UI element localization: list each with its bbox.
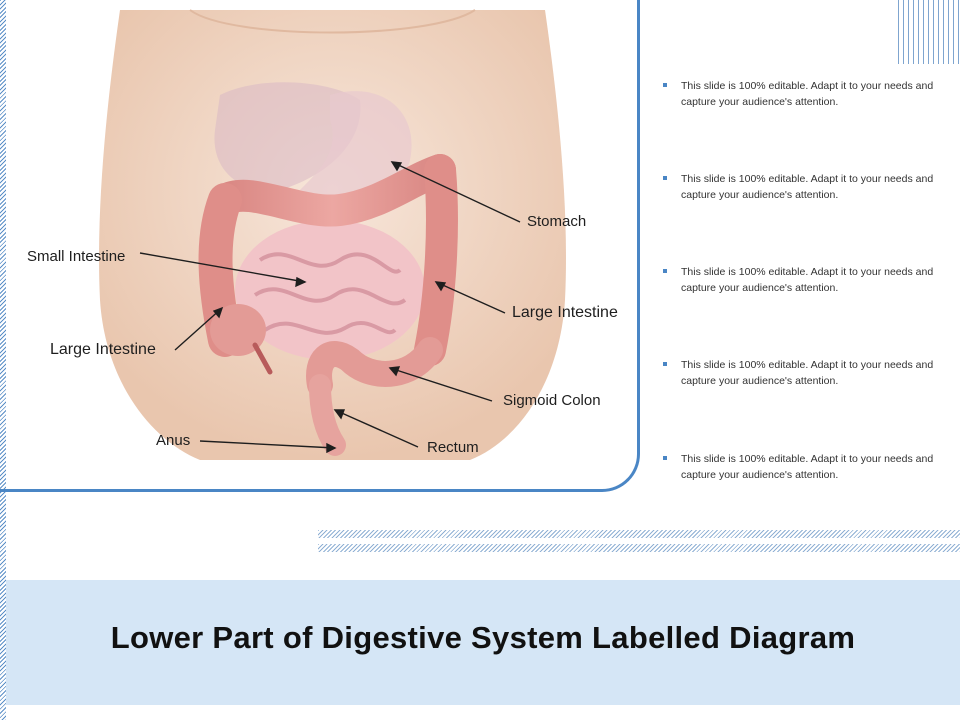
bullet-text: This slide is 100% editable. Adapt it to… <box>681 171 953 203</box>
bullet-text: This slide is 100% editable. Adapt it to… <box>681 78 953 110</box>
bullet-text: This slide is 100% editable. Adapt it to… <box>681 357 953 389</box>
bullet-item: This slide is 100% editable. Adapt it to… <box>663 451 953 483</box>
bullet-marker-icon <box>663 456 667 460</box>
bullet-marker-icon <box>663 269 667 273</box>
label-sigmoid-colon: Sigmoid Colon <box>503 392 601 409</box>
bullet-text: This slide is 100% editable. Adapt it to… <box>681 264 953 296</box>
label-large-intestine-right: Large Intestine <box>512 304 618 322</box>
bullet-marker-icon <box>663 176 667 180</box>
digestive-illustration <box>0 0 640 492</box>
decorative-hatch-band <box>318 544 960 552</box>
bullet-item: This slide is 100% editable. Adapt it to… <box>663 78 953 110</box>
top-right-decorative-lines <box>898 0 960 64</box>
bullet-text: This slide is 100% editable. Adapt it to… <box>681 451 953 483</box>
digestive-diagram: Stomach Small Intestine Large Intestine … <box>0 0 640 492</box>
label-rectum: Rectum <box>427 439 479 456</box>
title-band: Lower Part of Digestive System Labelled … <box>6 580 960 705</box>
bullet-item: This slide is 100% editable. Adapt it to… <box>663 171 953 203</box>
slide-title: Lower Part of Digestive System Labelled … <box>6 620 960 656</box>
label-large-intestine-left: Large Intestine <box>50 341 156 359</box>
bullet-marker-icon <box>663 362 667 366</box>
label-small-intestine: Small Intestine <box>27 248 125 265</box>
bullet-item: This slide is 100% editable. Adapt it to… <box>663 357 953 389</box>
label-anus: Anus <box>156 432 190 449</box>
descending-colon-shape <box>430 170 442 350</box>
label-stomach: Stomach <box>527 213 586 230</box>
bullet-marker-icon <box>663 83 667 87</box>
bullet-item: This slide is 100% editable. Adapt it to… <box>663 264 953 296</box>
decorative-hatch-band <box>318 530 960 538</box>
